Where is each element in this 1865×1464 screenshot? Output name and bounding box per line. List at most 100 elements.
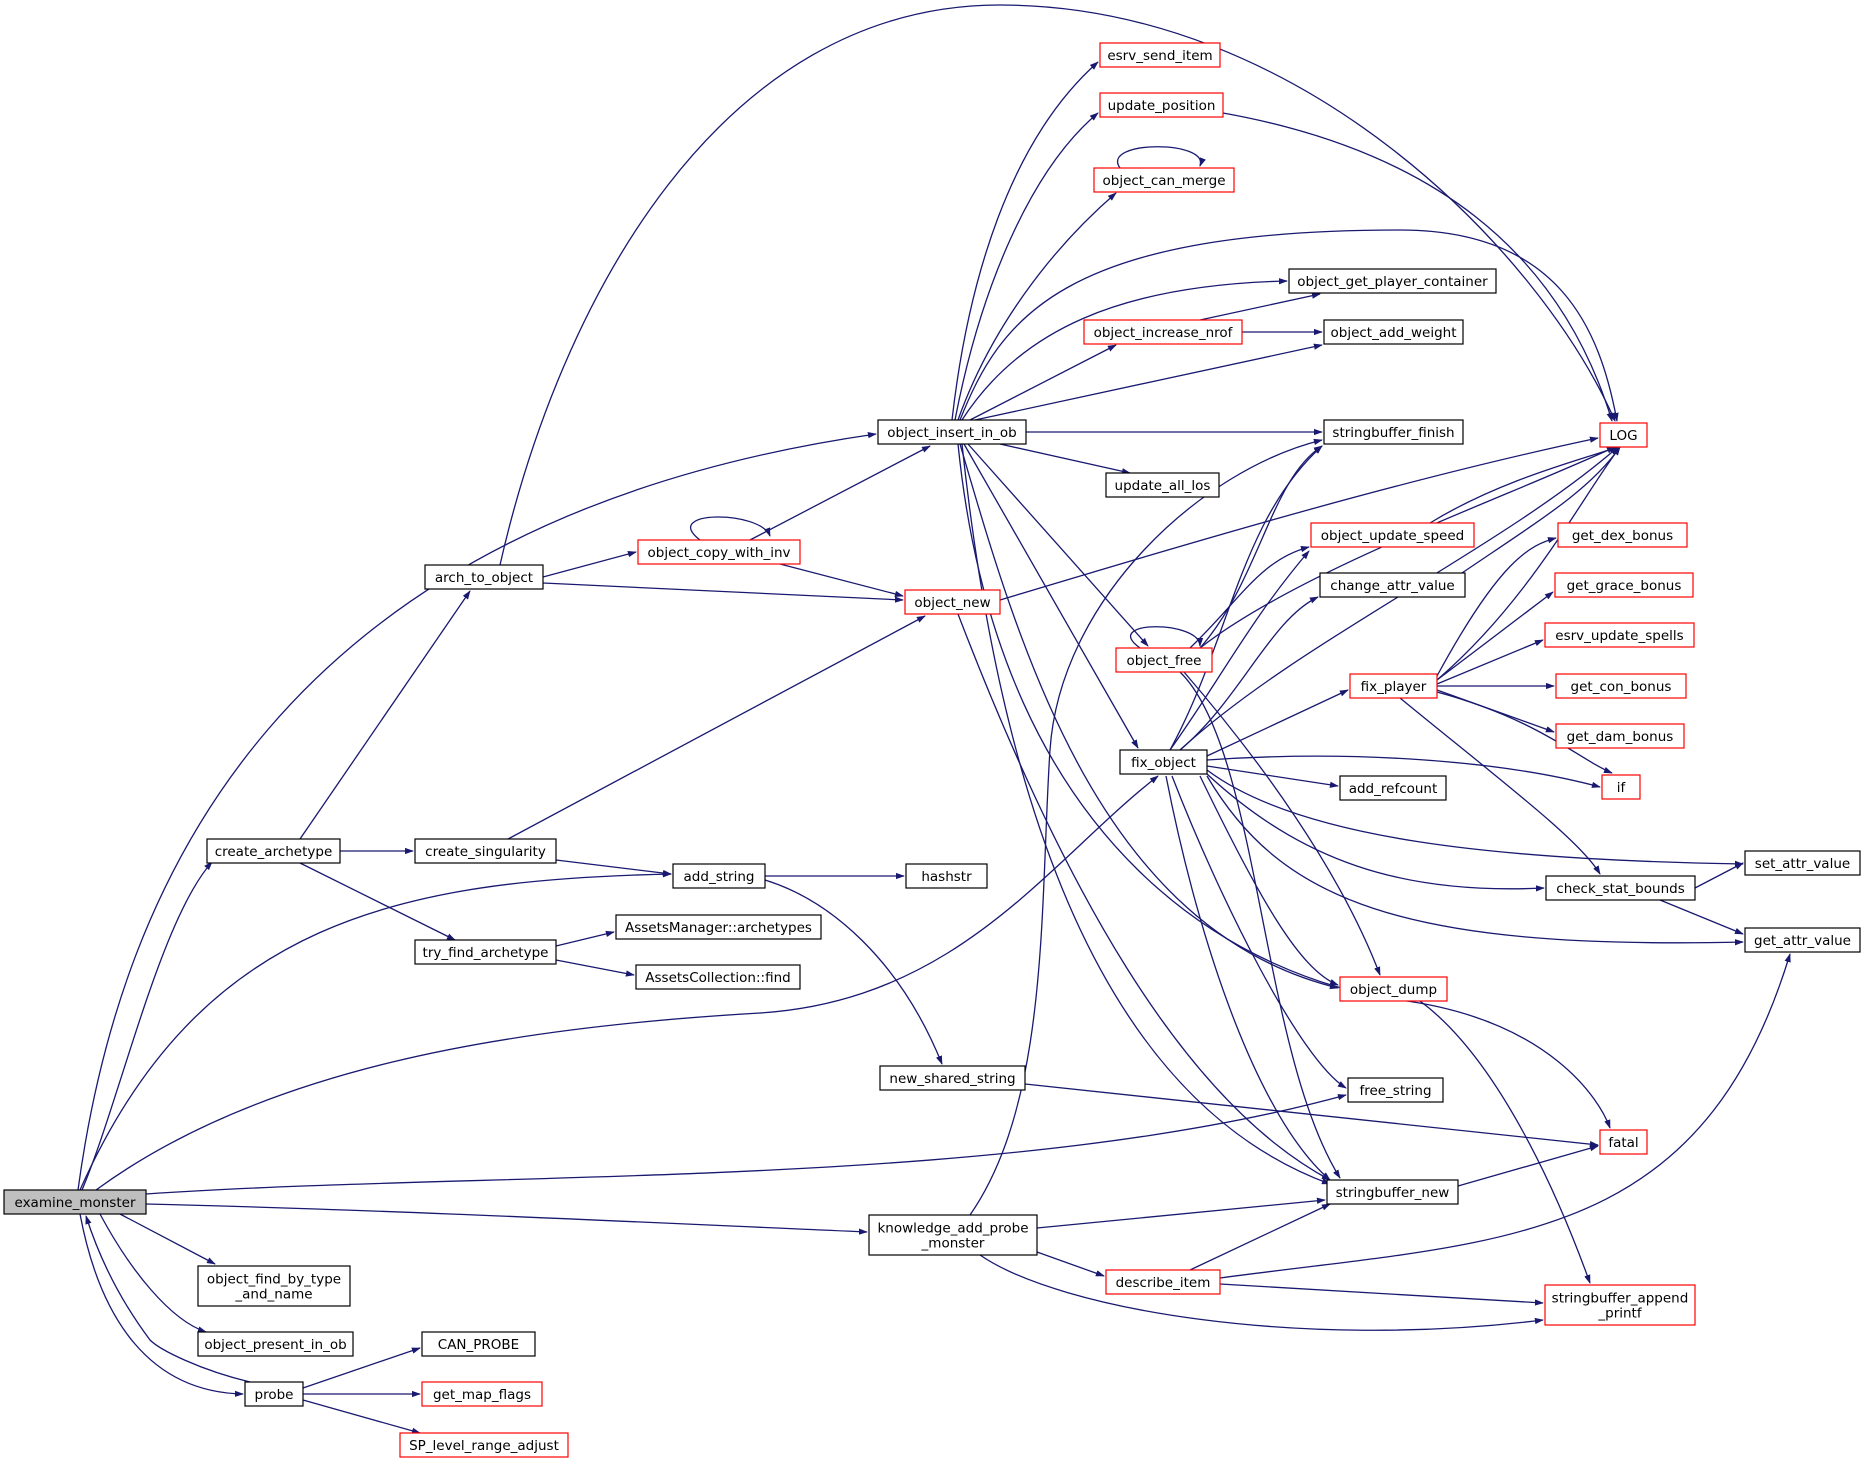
node-label: _monster xyxy=(921,1236,985,1252)
node-arch-to-object[interactable]: arch_to_object xyxy=(424,564,544,590)
node-object-insert-in-ob[interactable]: object_insert_in_ob xyxy=(877,419,1027,445)
edge-object_copy_with_inv-to-object_copy_with_inv xyxy=(690,516,771,541)
node-change-attr-value[interactable]: change_attr_value xyxy=(1319,572,1466,598)
node-object-present-in-ob[interactable]: object_present_in_ob xyxy=(197,1331,354,1357)
node-set-attr-value[interactable]: set_attr_value xyxy=(1744,850,1861,876)
node-box xyxy=(1119,749,1208,775)
edge-object_free-to-object_free xyxy=(1130,626,1204,649)
node-assets-manager-archetypes[interactable]: AssetsManager::archetypes xyxy=(615,914,822,940)
node-object-get-player-container[interactable]: object_get_player_container xyxy=(1288,268,1497,294)
node-object-new[interactable]: object_new xyxy=(904,589,1001,615)
node-layer: examine_monster create_archetype arch_to_o… xyxy=(3,42,1861,1458)
edge-examine_monster-to-add_string xyxy=(79,871,672,1191)
node-box xyxy=(1601,774,1641,800)
edge-check_stat_bounds-to-get_attr_value xyxy=(1659,899,1744,935)
node-label: try_find_archetype xyxy=(423,945,549,961)
node-describe-item[interactable]: describe_item xyxy=(1105,1269,1221,1295)
node-probe[interactable]: probe xyxy=(244,1381,304,1407)
node-object-increase-nrof[interactable]: object_increase_nrof xyxy=(1083,319,1243,345)
node-update-all-los[interactable]: update_all_los xyxy=(1105,472,1220,498)
node-box xyxy=(637,539,801,565)
node-new-shared-string[interactable]: new_shared_string xyxy=(879,1065,1026,1091)
node-label: object_insert_in_ob xyxy=(887,425,1016,441)
node-box xyxy=(1339,976,1448,1002)
node-label: probe xyxy=(255,1387,294,1403)
node-label: LOG xyxy=(1609,428,1637,444)
node-hashstr[interactable]: hashstr xyxy=(905,863,988,889)
node-object-copy-with-inv[interactable]: object_copy_with_inv xyxy=(637,539,801,565)
node-box xyxy=(197,1331,354,1357)
node-label: _and_name xyxy=(234,1287,312,1303)
edge-create_singularity-to-add_string xyxy=(555,859,672,877)
node-create-archetype[interactable]: create_archetype xyxy=(206,838,341,864)
node-label: object_dump xyxy=(1350,982,1437,998)
node-object-add-weight[interactable]: object_add_weight xyxy=(1323,319,1464,345)
node-stringbuffer-finish[interactable]: stringbuffer_finish xyxy=(1323,419,1464,445)
node-box xyxy=(414,838,557,864)
node-log[interactable]: LOG xyxy=(1599,422,1648,448)
node-box xyxy=(1105,472,1220,498)
edge-fix_player-to-get_grace_bonus xyxy=(1436,591,1554,681)
node-add-refcount[interactable]: add_refcount xyxy=(1339,775,1447,801)
node-get-grace-bonus[interactable]: get_grace_bonus xyxy=(1554,572,1694,598)
node-get-con-bonus[interactable]: get_con_bonus xyxy=(1555,673,1687,699)
edge-object_free-to-stringbuffer_new xyxy=(1179,671,1341,1179)
edge-object_free-to-object_update_speed xyxy=(1189,546,1310,649)
node-knowledge-add-probe-monster[interactable]: knowledge_add_probe_monster xyxy=(868,1214,1038,1256)
node-box xyxy=(1544,622,1695,648)
node-label: stringbuffer_new xyxy=(1336,1185,1450,1201)
edge-object_insert_in_ob-to-log xyxy=(959,229,1619,422)
node-can-probe[interactable]: CAN_PROBE xyxy=(421,1331,536,1357)
node-label: AssetsCollection::find xyxy=(645,970,790,986)
node-assets-collection-find[interactable]: AssetsCollection::find xyxy=(635,964,801,990)
edge-create_archetype-to-try_find_archetype xyxy=(299,862,456,941)
node-sp-level-range-adjust[interactable]: SP_level_range_adjust xyxy=(399,1432,569,1458)
node-if-node[interactable]: if xyxy=(1601,774,1641,800)
node-fix-player[interactable]: fix_player xyxy=(1349,673,1438,699)
edge-fix_object-to-object_dump xyxy=(1199,775,1339,986)
node-box xyxy=(1554,572,1694,598)
edge-fix_object-to-free_string xyxy=(1171,775,1347,1089)
node-get-dam-bonus[interactable]: get_dam_bonus xyxy=(1555,723,1685,749)
node-get-attr-value[interactable]: get_attr_value xyxy=(1744,927,1861,953)
node-label: set_attr_value xyxy=(1755,856,1850,872)
node-object-can-merge[interactable]: object_can_merge xyxy=(1093,167,1235,193)
node-label: arch_to_object xyxy=(435,570,533,586)
node-label: SP_level_range_adjust xyxy=(409,1438,559,1454)
edge-object_free-to-stringbuffer_finish xyxy=(1199,445,1323,649)
node-box xyxy=(1326,1179,1459,1205)
edge-stringbuffer_new-to-fatal xyxy=(1457,1145,1599,1187)
node-label: object_update_speed xyxy=(1321,528,1464,544)
node-box xyxy=(197,1265,351,1307)
node-object-update-speed[interactable]: object_update_speed xyxy=(1310,522,1475,548)
node-stringbuffer-new[interactable]: stringbuffer_new xyxy=(1326,1179,1459,1205)
edge-arch_to_object-to-log xyxy=(499,4,1616,566)
node-fatal[interactable]: fatal xyxy=(1599,1129,1648,1155)
node-fix-object[interactable]: fix_object xyxy=(1119,749,1208,775)
node-get-map-flags[interactable]: get_map_flags xyxy=(421,1381,543,1407)
edge-examine_monster-to-object_present_in_ob xyxy=(99,1213,207,1333)
node-get-dex-bonus[interactable]: get_dex_bonus xyxy=(1557,522,1688,548)
node-box xyxy=(672,863,766,889)
node-try-find-archetype[interactable]: try_find_archetype xyxy=(414,939,557,965)
edge-examine_monster-to-object_find_by_type_and_name xyxy=(119,1213,216,1265)
node-object-find-by-type-and-name[interactable]: object_find_by_type_and_name xyxy=(197,1265,351,1307)
edge-examine_monster-to-knowledge_add_probe_monster xyxy=(145,1203,868,1235)
node-object-dump[interactable]: object_dump xyxy=(1339,976,1448,1002)
node-examine-monster[interactable]: examine_monster xyxy=(3,1189,147,1215)
node-object-free[interactable]: object_free xyxy=(1115,647,1213,673)
node-check-stat-bounds[interactable]: check_stat_bounds xyxy=(1545,875,1696,901)
node-label: knowledge_add_probe xyxy=(877,1221,1028,1237)
node-free-string[interactable]: free_string xyxy=(1347,1077,1444,1103)
node-stringbuffer-append-printf[interactable]: stringbuffer_append_printf xyxy=(1544,1284,1696,1326)
node-update-position[interactable]: update_position xyxy=(1099,92,1224,118)
node-esrv-send-item[interactable]: esrv_send_item xyxy=(1099,42,1221,68)
node-label: update_all_los xyxy=(1115,478,1211,494)
node-add-string[interactable]: add_string xyxy=(672,863,766,889)
node-box xyxy=(399,1432,569,1458)
node-create-singularity[interactable]: create_singularity xyxy=(414,838,557,864)
node-esrv-update-spells[interactable]: esrv_update_spells xyxy=(1544,622,1695,648)
edge-object_insert_in_ob-to-object_increase_nrof xyxy=(969,344,1117,421)
node-box xyxy=(1545,875,1696,901)
